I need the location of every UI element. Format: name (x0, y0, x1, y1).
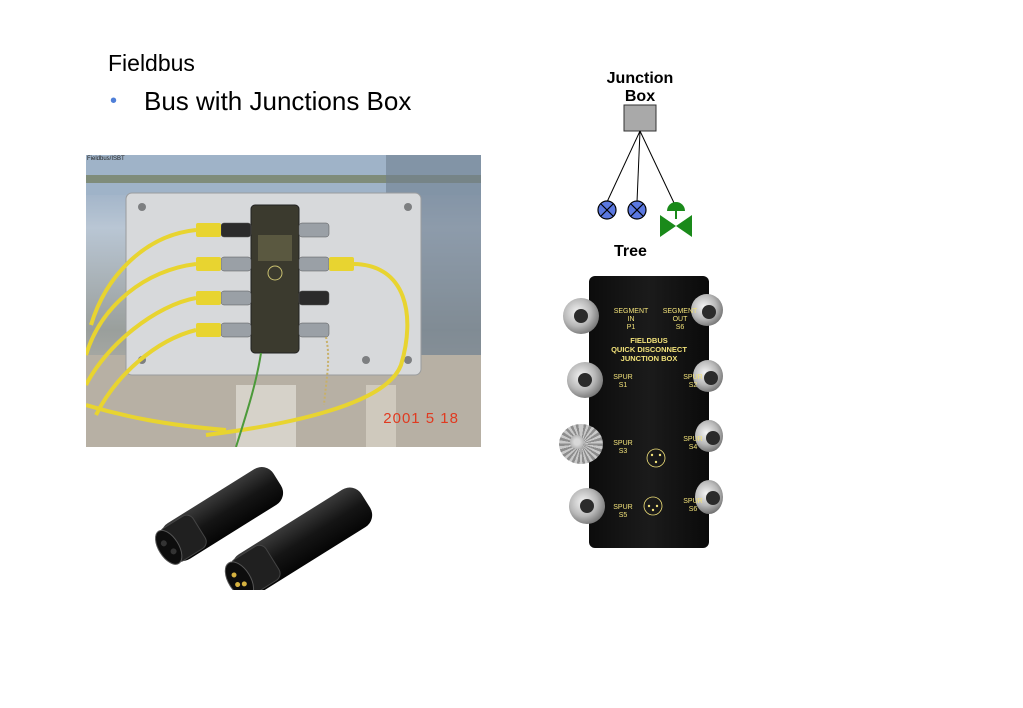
wiring-pinout-graphic (643, 448, 666, 516)
port-spur-s2-icon (693, 360, 723, 392)
label-segment-in: SEGMENT IN P1 (613, 308, 649, 331)
junction-box-photo: Fieldbus/ISBT 2001 5 18 (86, 155, 481, 447)
junction-box-label-line1: Junction (606, 70, 674, 87)
junction-box-title: FIELDBUS QUICK DISCONNECT JUNCTION BOX (589, 336, 709, 363)
spur-line-1 (606, 130, 641, 203)
junction-box-photo-illustration (86, 155, 481, 447)
title-line-1: FIELDBUS (630, 336, 668, 345)
port-spur-s5-icon (569, 488, 605, 524)
title-line-2: QUICK DISCONNECT (611, 345, 687, 354)
junction-box-body (589, 276, 709, 548)
tree-topology-diagram: Junction Box Tr (580, 65, 720, 265)
label-segment-out: SEGMENT OUT S6 (662, 308, 698, 331)
port-spur-s3-icon (559, 424, 603, 464)
spur-line-3 (639, 130, 676, 206)
label-spur-s5: SPUR S5 (613, 504, 633, 519)
bullet-item: • Bus with Junctions Box (110, 86, 411, 117)
junction-box-icon (623, 104, 657, 132)
port-spur-s6-icon (695, 480, 723, 514)
tree-diagram-graphic (597, 104, 692, 237)
spur-line-2 (636, 130, 641, 203)
tree-label: Tree (614, 243, 647, 260)
label-spur-s2: SPUR S2 (683, 374, 703, 389)
junction-box-label-line2: Box (624, 88, 656, 105)
photo-date-stamp: 2001 5 18 (383, 410, 459, 427)
slide-heading: Fieldbus (108, 50, 195, 76)
label-spur-s3: SPUR S3 (613, 440, 633, 455)
transmitter-icon-2 (627, 200, 647, 220)
quick-disconnect-junction-box: SEGMENT IN P1 SEGMENT OUT S6 FIELDBUS QU… (555, 270, 725, 555)
port-segment-in-icon (563, 298, 599, 334)
control-valve-icon (660, 202, 692, 237)
photo-credit: Fieldbus/ISBT (87, 156, 125, 162)
junction-box-label: Junction Box (580, 70, 700, 106)
bullet-dot-icon: • (110, 90, 118, 112)
connectors-photo (155, 466, 373, 590)
port-segment-out-icon (691, 294, 723, 326)
bullet-text: Bus with Junctions Box (144, 86, 412, 116)
port-spur-s4-icon (695, 420, 723, 452)
transmitter-icon-1 (597, 200, 617, 220)
label-spur-s4: SPUR S4 (683, 436, 703, 451)
label-spur-s6: SPUR S6 (683, 498, 703, 513)
port-spur-s1-icon (567, 362, 603, 398)
title-line-3: JUNCTION BOX (620, 354, 678, 363)
label-spur-s1: SPUR S1 (613, 374, 633, 389)
